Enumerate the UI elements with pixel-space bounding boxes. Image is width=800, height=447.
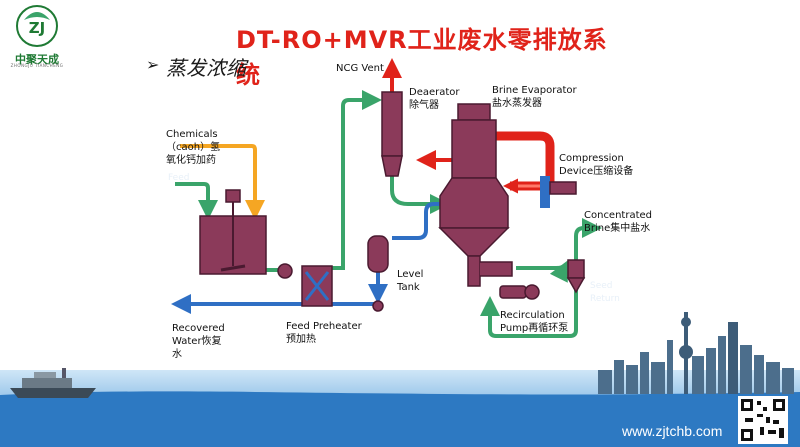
feed-preheater-label: Feed Preheater 预加热 xyxy=(286,321,362,345)
vapor-compression-loop xyxy=(488,131,555,191)
level-tank xyxy=(367,235,389,273)
compressor-motor xyxy=(549,181,577,195)
hydrocyclone-separator xyxy=(567,259,585,279)
city-skyline-illustration xyxy=(598,312,794,394)
brand-name: 中聚天成 xyxy=(15,53,59,66)
condensate-line xyxy=(392,202,446,240)
ncg-vent-label: NCG Vent xyxy=(336,63,384,74)
ship-illustration xyxy=(10,368,96,398)
footer-water xyxy=(0,391,800,447)
recirculation-pump-label: Recirculation Pump再循环泵 xyxy=(500,310,569,334)
deaerator-label: Deaerator 除气器 xyxy=(409,87,460,111)
section-subtitle: 蒸发浓缩 xyxy=(166,56,246,80)
qr-code-icon xyxy=(738,396,788,444)
concentrated-brine-line xyxy=(574,218,602,262)
chemicals-label: Chemicals （caoh）氢 氧化钙加药 xyxy=(166,129,221,166)
concentrated-brine-label: Concentrated Brine集中盐水 xyxy=(584,210,653,234)
deaerator-column xyxy=(381,91,403,157)
chemicals-line xyxy=(180,144,265,220)
preheater-crossflow xyxy=(304,271,330,301)
recovered-water-label: Recovered Water恢复 水 xyxy=(172,323,225,360)
preheater-to-deaerator-line xyxy=(332,90,382,270)
website-link[interactable]: www.zjtchb.com xyxy=(622,423,723,439)
seed-return-line xyxy=(480,278,578,338)
brand-tagline: ZHONGJU TIANCHENG xyxy=(10,63,64,68)
page-title: DT-RO+MVR工业废水零排放系统 xyxy=(236,26,608,89)
agitator-blade xyxy=(220,264,246,272)
condensate-pump xyxy=(372,300,384,312)
recirculation-leg xyxy=(480,261,513,277)
evaporator-sump xyxy=(439,177,509,229)
seed-return-label: Seed Return xyxy=(590,281,620,304)
deaerator-cone xyxy=(381,155,403,177)
recirculation-pump-casing xyxy=(524,284,540,300)
recirculation-pump xyxy=(499,285,527,299)
feed-line xyxy=(175,182,218,220)
level-tank-label: Level Tank xyxy=(397,269,424,293)
compression-device-label: Compression Device压缩设备 xyxy=(559,153,634,177)
compressor-coupling xyxy=(540,176,550,208)
feed-pump xyxy=(277,263,293,279)
agitator-motor xyxy=(225,189,241,203)
zj-leaf-logo-icon: ZJ xyxy=(16,5,58,47)
svg-text:ZJ: ZJ xyxy=(29,19,45,37)
evaporator-cone xyxy=(438,227,510,257)
evaporator-top xyxy=(457,103,491,121)
deaerator-to-evaporator-line xyxy=(390,176,450,214)
separator-cone xyxy=(566,277,586,294)
evaporator-outlet xyxy=(467,255,481,287)
evaporator-vapor-body xyxy=(451,119,497,179)
feed-label: Feed xyxy=(168,173,190,183)
brine-evaporator-label: Brine Evaporator 盐水蒸发器 xyxy=(492,85,577,109)
recirculation-to-separator-line xyxy=(516,260,568,283)
subtitle-marker-icon: ➢ xyxy=(146,55,160,74)
